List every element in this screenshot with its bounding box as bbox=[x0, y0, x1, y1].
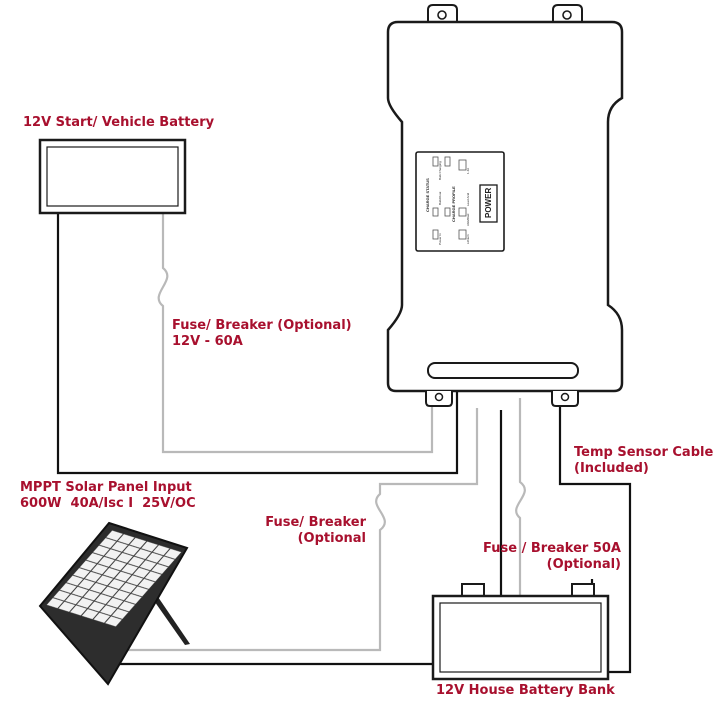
extra-label: 1.4A bbox=[466, 168, 470, 174]
solar-cell bbox=[144, 571, 162, 582]
charger-device bbox=[386, 4, 624, 407]
wire-temp-sensor bbox=[558, 395, 632, 674]
solar-cell bbox=[106, 597, 124, 609]
wire-start-battery-black bbox=[56, 213, 459, 475]
solar-cell bbox=[124, 593, 143, 605]
solar-cell bbox=[79, 560, 97, 571]
solar-cell bbox=[92, 545, 111, 556]
solar-cell bbox=[145, 552, 164, 564]
solar-cell bbox=[117, 533, 135, 545]
wire-solar-grey bbox=[104, 408, 479, 652]
solar-cell bbox=[69, 605, 88, 616]
temp-sensor-line1: Temp Sensor Cable bbox=[574, 445, 714, 460]
fuse-house-line1: Fuse / Breaker 50A bbox=[483, 541, 621, 556]
solar-cell bbox=[127, 556, 146, 567]
solar-cell bbox=[140, 541, 159, 552]
solar-cell bbox=[129, 537, 147, 549]
solar-cell bbox=[99, 537, 117, 549]
solar-cell bbox=[120, 563, 139, 575]
solar-cell bbox=[96, 575, 114, 586]
solar-cell bbox=[58, 601, 76, 613]
profile-item-2: Lead Acid bbox=[466, 192, 470, 206]
solar-panel bbox=[38, 521, 190, 686]
solar-cell bbox=[109, 560, 127, 571]
status-item-2: Bulk Charging bbox=[438, 161, 442, 180]
solar-cell bbox=[137, 578, 156, 590]
charge-profile-label: CHARGE PROFILE bbox=[451, 186, 456, 222]
solar-cell bbox=[111, 608, 129, 620]
solar-cell bbox=[102, 567, 121, 579]
solar-cell bbox=[119, 582, 137, 594]
solar-cell bbox=[131, 586, 149, 597]
solar-cell bbox=[89, 582, 108, 594]
solar-cell bbox=[71, 586, 89, 598]
solar-cell bbox=[164, 548, 182, 560]
solar-cell bbox=[115, 552, 134, 564]
fuse-optional-line1: Fuse/ Breaker (Optional) bbox=[172, 318, 352, 333]
solar-cell bbox=[112, 589, 131, 601]
solar-cell bbox=[72, 567, 91, 579]
solar-cell bbox=[139, 559, 157, 571]
solar-cell bbox=[52, 590, 71, 601]
house-battery bbox=[431, 583, 610, 681]
wire-house-grey bbox=[515, 398, 526, 596]
solar-cell bbox=[101, 586, 119, 597]
solar-cell bbox=[59, 582, 78, 594]
solar-cell bbox=[66, 575, 84, 586]
solar-cell bbox=[107, 578, 126, 590]
solar-cell bbox=[84, 571, 102, 583]
solar-cell bbox=[157, 556, 176, 567]
solar-cell bbox=[81, 608, 99, 620]
profile-item-1: AGM/Gel bbox=[466, 213, 470, 226]
solar-cell bbox=[122, 545, 141, 556]
status-item-1: Bulk/Float bbox=[438, 191, 442, 205]
solar-cell bbox=[76, 597, 94, 609]
solar-input-line2: 600W 40A/Isc I 25V/OC bbox=[20, 496, 196, 511]
fuse-solar-line1: Fuse/ Breaker bbox=[265, 515, 366, 530]
house-battery-label: 12V House Battery Bank bbox=[436, 683, 615, 698]
solar-cell bbox=[105, 530, 124, 541]
fuse-solar-line2: (Optional bbox=[297, 531, 366, 546]
solar-cell bbox=[117, 601, 136, 612]
solar-cell bbox=[46, 597, 64, 609]
solar-cell bbox=[134, 548, 152, 560]
solar-cell bbox=[114, 571, 132, 582]
solar-cell bbox=[126, 574, 144, 586]
solar-cell bbox=[152, 544, 170, 556]
solar-cell bbox=[150, 563, 169, 575]
solar-cell bbox=[94, 593, 113, 605]
solar-cell bbox=[132, 567, 151, 579]
temp-sensor-line2: (Included) bbox=[574, 461, 649, 476]
solar-cell bbox=[104, 616, 123, 627]
fuse-house-line2: (Optional) bbox=[546, 557, 621, 572]
solar-cell bbox=[82, 590, 101, 601]
power-button-label: POWER bbox=[484, 188, 493, 218]
solar-cell bbox=[104, 548, 122, 560]
fuse-optional-line2: 12V - 60A bbox=[172, 334, 243, 349]
solar-cell bbox=[99, 604, 118, 616]
charge-status-label: CHARGE STATUS bbox=[425, 178, 430, 212]
start-battery bbox=[38, 138, 187, 215]
start-battery-label: 12V Start/ Vehicle Battery bbox=[23, 115, 215, 130]
solar-cell bbox=[85, 552, 104, 564]
solar-input-line1: MPPT Solar Panel Input bbox=[20, 480, 192, 495]
solar-cell bbox=[97, 556, 116, 568]
profile-item-0: Lithium bbox=[466, 234, 470, 244]
wire-start-battery-grey bbox=[157, 213, 434, 454]
solar-cell bbox=[87, 601, 106, 612]
solar-cell bbox=[64, 593, 83, 605]
solar-cell bbox=[93, 612, 111, 624]
solar-cell bbox=[110, 541, 129, 553]
status-item-0: Power In bbox=[438, 233, 442, 245]
solar-cell bbox=[91, 563, 109, 575]
solar-cell bbox=[77, 578, 96, 590]
